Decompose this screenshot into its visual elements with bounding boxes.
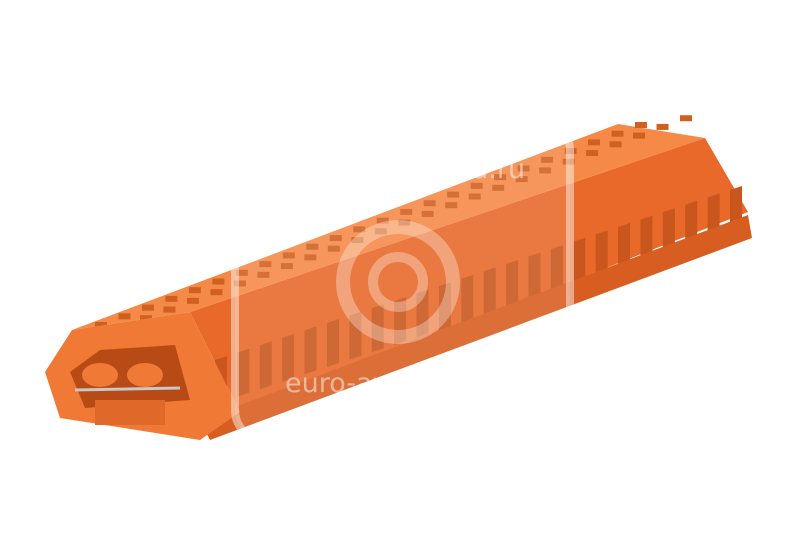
top-cell <box>163 306 176 313</box>
top-cell <box>351 236 364 243</box>
top-cell <box>515 176 528 183</box>
top-cell <box>447 191 460 198</box>
top-cell <box>680 115 692 122</box>
end-foot <box>95 400 165 425</box>
top-cell <box>186 297 199 304</box>
rib <box>326 319 339 368</box>
top-cell <box>280 263 293 270</box>
top-cell <box>517 165 530 172</box>
metal-contact <box>74 386 181 392</box>
top-cell <box>165 295 178 302</box>
top-cell <box>188 287 201 294</box>
top-cell <box>353 226 366 233</box>
rib <box>237 348 250 397</box>
spring-clamp-left <box>82 363 118 387</box>
rib <box>595 230 608 279</box>
top-face <box>72 124 705 330</box>
rib <box>371 304 384 353</box>
top-cell <box>374 228 387 235</box>
top-cell <box>329 235 342 242</box>
top-cell <box>95 322 107 328</box>
watermark-text-top: euro-avtomatika.ru <box>265 154 525 185</box>
top-cell <box>282 252 295 259</box>
top-cell <box>635 122 647 128</box>
rib <box>438 282 451 331</box>
top-cell <box>140 315 152 322</box>
top-cell <box>494 174 507 181</box>
top-cell <box>562 158 575 165</box>
rib <box>416 289 429 338</box>
top-cell <box>376 217 389 224</box>
rib <box>640 215 653 264</box>
rib <box>573 237 586 286</box>
top-cell <box>257 271 270 278</box>
top-cell <box>259 261 272 268</box>
top-cell <box>118 313 131 320</box>
rib <box>394 296 407 345</box>
rib <box>528 252 541 301</box>
top-cell <box>210 289 223 296</box>
rib <box>483 267 496 316</box>
top-cell <box>398 219 411 226</box>
top-cell <box>445 202 458 209</box>
top-cell <box>327 245 340 252</box>
watermark-frame <box>231 116 574 444</box>
top-cell <box>588 139 601 146</box>
rib <box>550 245 563 294</box>
top-cell <box>212 278 225 285</box>
top-cell <box>539 167 552 174</box>
top-cell <box>400 208 413 215</box>
top-cell <box>233 280 246 287</box>
rib <box>461 274 474 323</box>
watermark-logo-icon <box>336 220 460 344</box>
top-cells <box>95 115 692 328</box>
rib <box>282 333 295 382</box>
top-cell <box>468 193 481 200</box>
top-cell <box>541 156 554 163</box>
rib <box>506 259 519 308</box>
top-cell <box>306 243 319 250</box>
top-cell <box>235 269 248 276</box>
bottom-rail <box>200 215 752 440</box>
spring-clamp-right <box>127 363 163 387</box>
top-cell <box>609 141 622 148</box>
top-cell <box>586 150 599 157</box>
top-cell <box>492 184 505 191</box>
top-cell <box>633 132 646 139</box>
top-cell <box>564 148 577 155</box>
top-cell <box>141 304 154 311</box>
top-cell <box>423 200 436 207</box>
rib <box>349 311 362 360</box>
front-ribs <box>215 186 742 404</box>
top-cell <box>421 210 434 217</box>
watermark-logo-inner-icon <box>368 252 428 312</box>
top-cell <box>611 130 624 137</box>
rib <box>259 341 272 390</box>
top-cell <box>304 254 317 261</box>
top-cell <box>470 182 483 189</box>
rib <box>304 326 317 375</box>
rib <box>618 222 631 271</box>
watermark: euro-avtomatika.ru euro-avtomatika.ru <box>231 116 574 444</box>
watermark-text-bottom: euro-avtomatika.ru <box>285 368 545 399</box>
top-cell <box>656 123 669 130</box>
